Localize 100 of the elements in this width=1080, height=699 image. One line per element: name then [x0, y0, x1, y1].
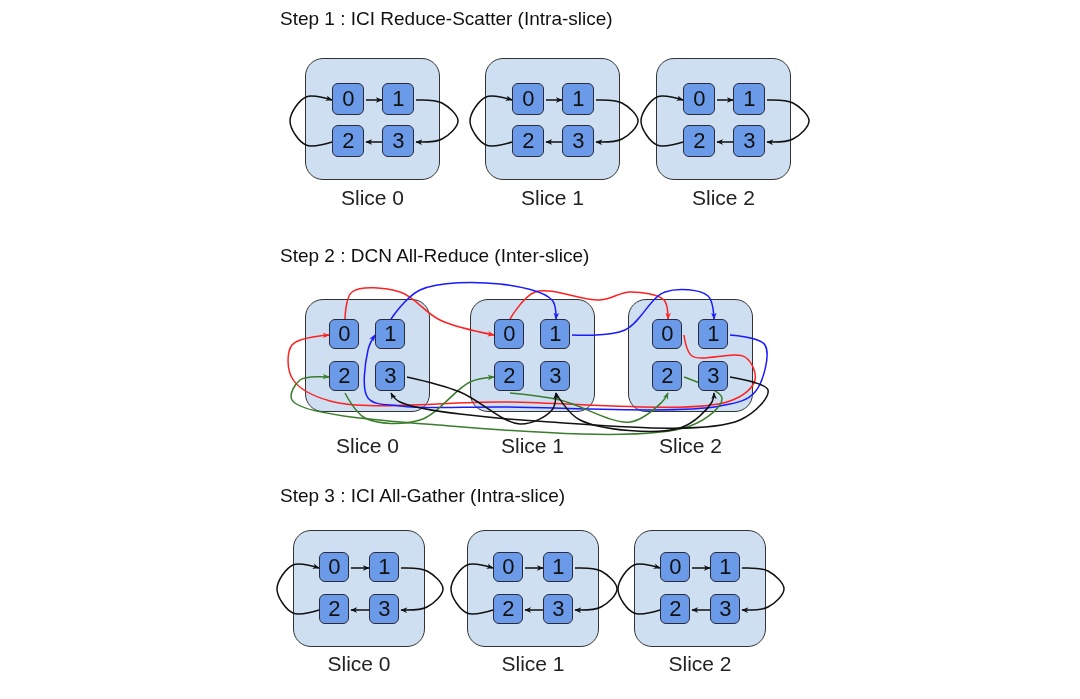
- arrow: [555, 392, 717, 433]
- node-number: 0: [503, 323, 516, 346]
- arrow: [640, 95, 684, 147]
- arrow: [524, 607, 544, 613]
- node-box: [683, 125, 716, 158]
- node-number: 2: [338, 365, 351, 388]
- slice-label: Slice 1: [501, 434, 564, 458]
- step-heading: Step 1 : ICI Reduce-Scatter (Intra-slice): [280, 8, 613, 30]
- slice-box: [467, 530, 599, 647]
- arrow: [716, 97, 734, 103]
- node-box: [698, 319, 729, 350]
- node-box: [329, 361, 360, 392]
- node-number: 2: [669, 598, 682, 621]
- slice-box: [470, 299, 595, 412]
- slice-label: Slice 2: [692, 186, 755, 210]
- node-box: [733, 125, 766, 158]
- slice-box: [485, 58, 620, 180]
- node-box: [382, 83, 415, 116]
- arrow: [415, 99, 459, 145]
- node-box: [698, 361, 729, 392]
- arrow: [716, 139, 734, 145]
- slice-box: [656, 58, 791, 180]
- node-box: [319, 552, 350, 583]
- arrow: [344, 287, 495, 337]
- node-box: [494, 319, 525, 350]
- arrow: [545, 97, 563, 103]
- node-box: [375, 319, 406, 350]
- node-box: [319, 594, 350, 625]
- node-number: 3: [384, 365, 397, 388]
- node-box: [543, 594, 574, 625]
- node-box: [493, 552, 524, 583]
- step-heading: Step 2 : DCN All-Reduce (Inter-slice): [280, 245, 590, 267]
- slice-box: [628, 299, 753, 412]
- node-number: 1: [552, 556, 565, 579]
- node-box: [512, 83, 545, 116]
- slice-label: Slice 2: [659, 434, 722, 458]
- node-number: 3: [378, 598, 391, 621]
- arrow: [617, 563, 661, 615]
- node-box: [733, 83, 766, 116]
- node-box: [332, 125, 365, 158]
- node-box: [512, 125, 545, 158]
- arrow: [766, 99, 810, 145]
- slice-label: Slice 1: [521, 186, 584, 210]
- node-box: [543, 552, 574, 583]
- arrow: [350, 607, 370, 613]
- arrow: [406, 376, 559, 425]
- node-box: [710, 552, 741, 583]
- node-number: 3: [552, 598, 565, 621]
- node-box: [652, 319, 683, 350]
- arrow: [365, 97, 383, 103]
- arrow: [290, 373, 723, 436]
- node-number: 1: [549, 323, 562, 346]
- slice-box: [634, 530, 766, 647]
- node-box: [652, 361, 683, 392]
- arrow: [509, 289, 671, 320]
- slice-label: Slice 0: [336, 434, 399, 458]
- node-number: 2: [661, 365, 674, 388]
- arrow: [365, 139, 383, 145]
- node-number: 0: [522, 88, 535, 111]
- arrow: [289, 95, 333, 147]
- node-box: [562, 125, 595, 158]
- node-box: [660, 594, 691, 625]
- arrow: [390, 376, 769, 429]
- node-box: [375, 361, 406, 392]
- node-number: 0: [338, 323, 351, 346]
- node-number: 3: [549, 365, 562, 388]
- node-number: 2: [693, 130, 706, 153]
- node-box: [660, 552, 691, 583]
- node-box: [683, 83, 716, 116]
- slice-label: Slice 0: [327, 652, 391, 676]
- node-number: 1: [572, 88, 585, 111]
- node-number: 1: [719, 556, 732, 579]
- node-number: 2: [522, 130, 535, 153]
- arrow: [469, 95, 513, 147]
- node-number: 3: [719, 598, 732, 621]
- step-heading: Step 3 : ICI All-Gather (Intra-slice): [280, 485, 566, 507]
- arrow: [509, 392, 669, 423]
- arrow: [350, 565, 370, 571]
- arrow: [595, 99, 639, 145]
- arrow: [691, 565, 711, 571]
- node-box: [494, 361, 525, 392]
- node-box: [493, 594, 524, 625]
- slice-box: [305, 58, 440, 180]
- arrow: [450, 563, 494, 615]
- node-number: 3: [743, 130, 756, 153]
- node-box: [710, 594, 741, 625]
- node-box: [540, 361, 571, 392]
- slice-label: Slice 1: [501, 652, 565, 676]
- node-number: 1: [384, 323, 397, 346]
- arrow: [691, 607, 711, 613]
- node-box: [369, 594, 400, 625]
- node-number: 3: [392, 130, 405, 153]
- node-number: 3: [707, 365, 720, 388]
- node-box: [329, 319, 360, 350]
- node-number: 2: [328, 598, 341, 621]
- node-number: 0: [661, 323, 674, 346]
- node-number: 2: [503, 365, 516, 388]
- node-box: [540, 319, 571, 350]
- arrow: [741, 567, 785, 613]
- node-number: 1: [392, 88, 405, 111]
